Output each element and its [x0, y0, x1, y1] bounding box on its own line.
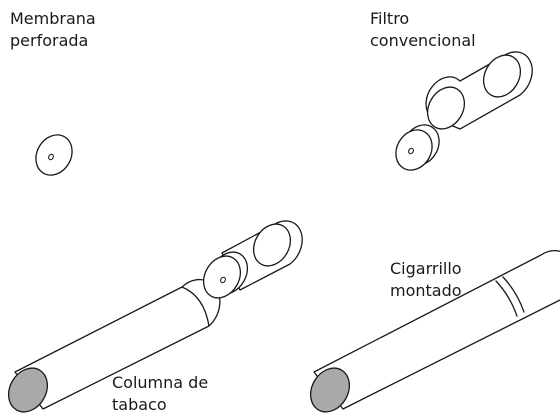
label-line-1: Columna de: [112, 373, 209, 392]
label-line-1: Filtro: [370, 9, 410, 28]
perforated-membrane-disc: [35, 134, 73, 176]
label-cigarrillo-montado: Cigarrillo montado: [390, 258, 462, 302]
filter-membrane-disc: [395, 124, 440, 171]
label-membrana-perforada: Membrana perforada: [10, 8, 96, 52]
tobacco-column: [7, 278, 221, 413]
label-line-2: tabaco: [112, 395, 167, 414]
tobacco-cut-end: [7, 367, 49, 413]
label-line-2: perforada: [10, 31, 89, 50]
label-line-1: Cigarrillo: [390, 259, 462, 278]
label-line-2: montado: [390, 281, 462, 300]
conventional-filter-cylinder: [425, 51, 533, 130]
tobacco-cut-end: [309, 367, 351, 413]
label-filtro-convencional: Filtro convencional: [370, 8, 476, 52]
assembled-cigarette: [309, 250, 560, 413]
label-line-1: Membrana: [10, 9, 96, 28]
label-columna-de-tabaco: Columna de tabaco: [112, 372, 208, 416]
filter-with-membrane: [202, 220, 303, 299]
label-line-2: convencional: [370, 31, 476, 50]
